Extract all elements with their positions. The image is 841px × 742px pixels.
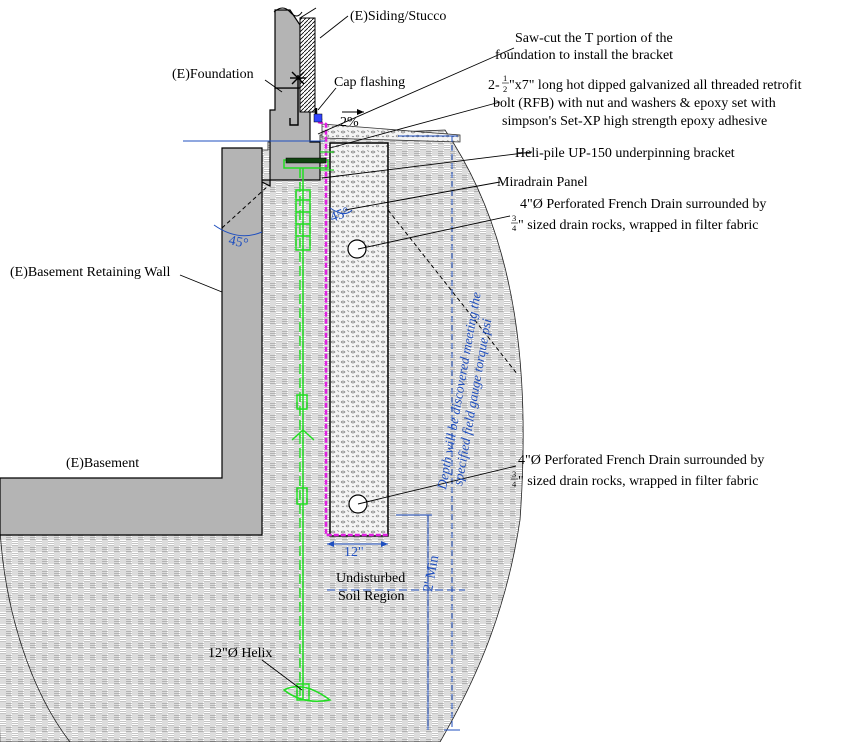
label-helipile: Heli-pile UP-150 underpinning bracket: [515, 146, 735, 161]
label-miradrain: Miradrain Panel: [497, 175, 588, 190]
siding-break-line: [299, 7, 317, 19]
drain-rock-trench: [329, 142, 389, 537]
label-drain-bot-2: 3 4 " sized drain rocks, wrapped in filt…: [511, 469, 759, 489]
svg-text:" sized drain rocks, wrapped i: " sized drain rocks, wrapped in filter f…: [518, 218, 759, 233]
membrane-corner: [313, 113, 323, 123]
miradrain-membrane: [317, 120, 388, 537]
soil-boundary-left: [0, 529, 71, 742]
svg-text:1: 1: [503, 73, 507, 83]
grade-surface: [321, 123, 461, 143]
svg-text:4: 4: [512, 223, 517, 233]
label-bolt-line2: bolt (RFB) with nut and washers & epoxy …: [493, 96, 776, 111]
retrofit-bolts: [320, 151, 334, 171]
label-drain-top-2: 3 4 " sized drain rocks, wrapped in filt…: [511, 213, 759, 233]
dim-min-depth: 2' Min: [421, 554, 442, 592]
svg-text:2: 2: [503, 84, 507, 94]
label-undisturbed-2: Soil Region: [338, 589, 405, 604]
dim-trench-width: 12": [344, 545, 364, 560]
label-basement: (E)Basement: [66, 456, 139, 471]
svg-text:3: 3: [512, 469, 516, 479]
label-drain-bot-1: 4"Ø Perforated French Drain surrounded b…: [518, 453, 764, 468]
dimension-lines: [213, 135, 465, 731]
label-retaining-wall: (E)Basement Retaining Wall: [10, 265, 170, 280]
label-undisturbed-1: Undisturbed: [336, 571, 405, 586]
label-sawcut-2: foundation to install the bracket: [495, 48, 673, 63]
french-drain-top: [347, 239, 367, 259]
dim-angle-left: 45°: [227, 233, 249, 252]
label-foundation: (E)Foundation: [172, 67, 254, 82]
svg-text:4: 4: [512, 479, 517, 489]
label-drain-top-1: 4"Ø Perforated French Drain surrounded b…: [520, 197, 766, 212]
svg-text:2-: 2-: [488, 78, 500, 93]
dim-angle-right: 45°: [328, 205, 352, 226]
label-bolt-line1: 2- 1 2 "x7" long hot dipped galvanized a…: [488, 73, 802, 94]
siding-stucco: [299, 17, 316, 113]
label-helix: 12"Ø Helix: [208, 646, 272, 661]
svg-text:" sized drain rocks, wrapped i: " sized drain rocks, wrapped in filter f…: [518, 474, 759, 489]
existing-wall-stud: [274, 9, 301, 89]
leader-lines: [179, 15, 533, 691]
heli-pile: [282, 159, 332, 702]
label-cap-flashing: Cap flashing: [334, 75, 405, 90]
label-siding: (E)Siding/Stucco: [350, 9, 446, 24]
label-sawcut-1: Saw-cut the T portion of the: [515, 31, 673, 46]
svg-text:"x7" long hot dipped galvanize: "x7" long hot dipped galvanized all thre…: [509, 78, 802, 93]
slope-label: 2%: [340, 115, 359, 130]
excavation-line-left: [221, 185, 269, 229]
label-bolt-line3: simpson's Set-XP high strength epoxy adh…: [502, 114, 767, 129]
wall-break-line: [273, 7, 303, 17]
underpinning-bracket-plate: [285, 157, 327, 164]
svg-text:3: 3: [512, 213, 516, 223]
anchor-bolt-symbol: [289, 71, 306, 126]
